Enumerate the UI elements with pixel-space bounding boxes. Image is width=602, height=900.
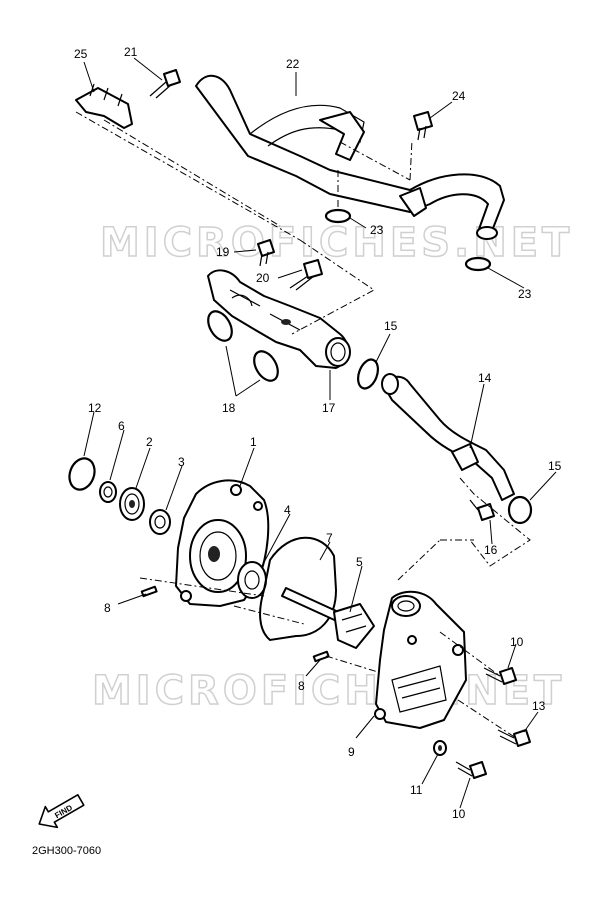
callout-21: 21 xyxy=(124,45,138,59)
callout-16: 16 xyxy=(484,543,498,557)
callout-6: 6 xyxy=(118,419,125,433)
part-24-bolt xyxy=(413,111,433,141)
part-15-o-ring-lower xyxy=(507,495,533,525)
part-5-shaft xyxy=(281,587,375,649)
part-19-bolt xyxy=(257,239,275,267)
part-17-thermostat-housing xyxy=(207,269,351,369)
part-20-bolt xyxy=(289,259,323,291)
watermark-bottom: MICROFICHES.NET xyxy=(92,668,565,714)
part-23-o-ring-left xyxy=(324,208,352,224)
part-3-seal xyxy=(149,509,171,535)
part-15-o-ring-upper xyxy=(357,358,379,390)
part-10-bolt-upper xyxy=(483,667,517,685)
callout-1: 1 xyxy=(250,435,257,449)
callout-3: 3 xyxy=(178,455,185,469)
callout-9: 9 xyxy=(348,745,355,759)
callout-23-left: 23 xyxy=(370,223,384,237)
part-13-bolt xyxy=(497,729,531,747)
callout-2: 2 xyxy=(146,435,153,449)
callout-13: 13 xyxy=(532,699,546,713)
callout-8-mid: 8 xyxy=(298,679,305,693)
leader-lines xyxy=(83,57,557,809)
part-18-o-ring-upper xyxy=(207,310,233,342)
callout-5: 5 xyxy=(356,555,363,569)
callout-8-left: 8 xyxy=(104,601,111,615)
part-21-bolt xyxy=(149,69,181,99)
callout-14: 14 xyxy=(478,371,492,385)
part-23-o-ring-right xyxy=(464,256,492,272)
part-12-o-ring xyxy=(68,457,96,491)
callout-23-right: 23 xyxy=(518,287,532,301)
callout-15-upper: 15 xyxy=(384,319,398,333)
part-25-bracket xyxy=(75,83,133,129)
callout-12: 12 xyxy=(88,401,102,415)
callout-7: 7 xyxy=(326,531,333,545)
callout-18: 18 xyxy=(222,401,236,415)
callout-4: 4 xyxy=(284,503,291,517)
part-4-impeller xyxy=(237,561,267,599)
callout-22: 22 xyxy=(286,57,300,71)
part-14-pipe xyxy=(381,373,515,501)
find-arrow-icon: FIND xyxy=(38,794,85,829)
part-9-pump-housing xyxy=(374,590,467,729)
part-22-pipe xyxy=(195,75,505,240)
part-18-o-ring-lower xyxy=(253,350,279,382)
diagram-code: 2GH300-7060 xyxy=(32,845,101,857)
part-7-gasket xyxy=(259,536,338,642)
callout-20: 20 xyxy=(256,271,270,285)
callout-10-upper: 10 xyxy=(510,635,524,649)
watermark-top: MICROFICHES.NET xyxy=(100,220,573,266)
callout-25: 25 xyxy=(74,47,88,61)
callout-19: 19 xyxy=(216,245,230,259)
assembly-lines xyxy=(75,111,531,739)
part-8-dowel-pin-mid xyxy=(312,650,330,663)
part-11-washer xyxy=(433,740,447,756)
callout-15-lower: 15 xyxy=(548,459,562,473)
part-6-seal xyxy=(99,481,117,503)
callout-11: 11 xyxy=(410,783,423,797)
part-2-bearing xyxy=(119,487,145,521)
callout-17: 17 xyxy=(322,401,336,415)
callout-10-lower: 10 xyxy=(452,807,466,821)
part-10-bolt-lower xyxy=(455,761,487,779)
part-16-bolt xyxy=(469,499,495,521)
callout-24: 24 xyxy=(452,89,466,103)
